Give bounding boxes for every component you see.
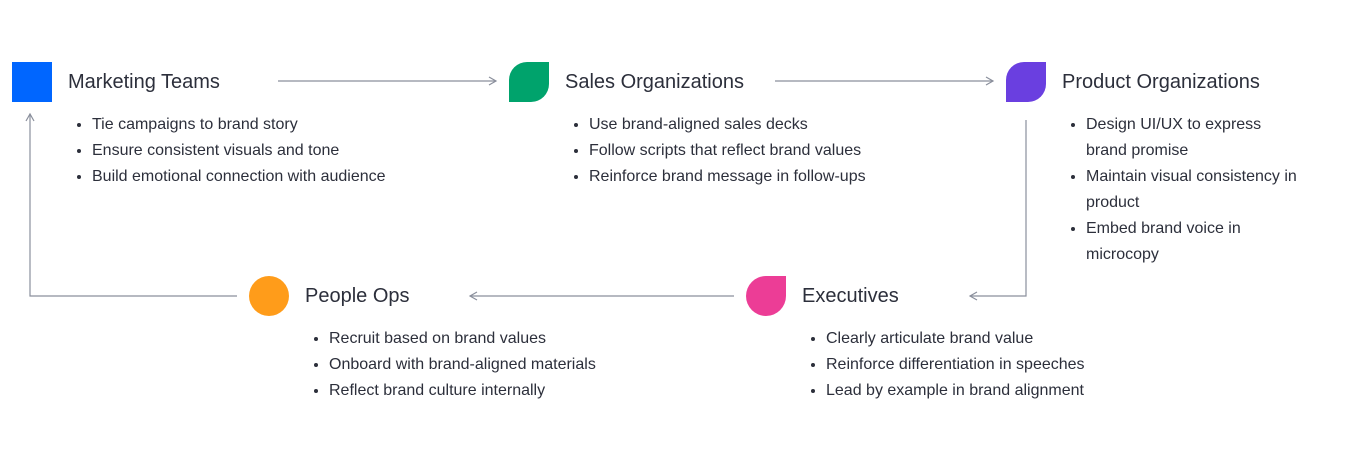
node-list: Tie campaigns to brand story Ensure cons… <box>76 112 386 190</box>
list-item: Reinforce brand message in follow-ups <box>573 164 866 190</box>
circle-icon <box>249 276 289 316</box>
node-list: Clearly articulate brand value Reinforce… <box>810 326 1085 404</box>
drop-icon <box>746 276 786 316</box>
list-item: Design UI/UX to express brand promise <box>1070 112 1301 164</box>
list-item: Onboard with brand-aligned materials <box>313 352 596 378</box>
list-item: Build emotional connection with audience <box>76 164 386 190</box>
node-title: Sales Organizations <box>565 71 744 93</box>
node-list: Recruit based on brand values Onboard wi… <box>313 326 596 404</box>
list-item: Embed brand voice in microcopy <box>1070 216 1301 268</box>
list-item: Recruit based on brand values <box>313 326 596 352</box>
arrow-people-to-marketing <box>25 112 237 297</box>
node-title: People Ops <box>305 285 410 307</box>
list-item: Reflect brand culture internally <box>313 378 596 404</box>
list-item: Maintain visual consistency in product <box>1070 164 1301 216</box>
leaf-icon <box>509 62 549 102</box>
list-item: Tie campaigns to brand story <box>76 112 386 138</box>
node-list: Design UI/UX to express brand promise Ma… <box>1070 112 1301 268</box>
node-title: Executives <box>802 285 899 307</box>
list-item: Follow scripts that reflect brand values <box>573 138 866 164</box>
square-icon <box>12 62 52 102</box>
leaf-icon <box>1006 62 1046 102</box>
node-list: Use brand-aligned sales decks Follow scr… <box>573 112 866 190</box>
list-item: Use brand-aligned sales decks <box>573 112 866 138</box>
arrow-product-to-executives <box>968 120 1027 301</box>
list-item: Clearly articulate brand value <box>810 326 1085 352</box>
list-item: Lead by example in brand alignment <box>810 378 1085 404</box>
node-title: Marketing Teams <box>68 71 220 93</box>
list-item: Reinforce differentiation in speeches <box>810 352 1085 378</box>
node-title: Product Organizations <box>1062 71 1260 93</box>
list-item: Ensure consistent visuals and tone <box>76 138 386 164</box>
